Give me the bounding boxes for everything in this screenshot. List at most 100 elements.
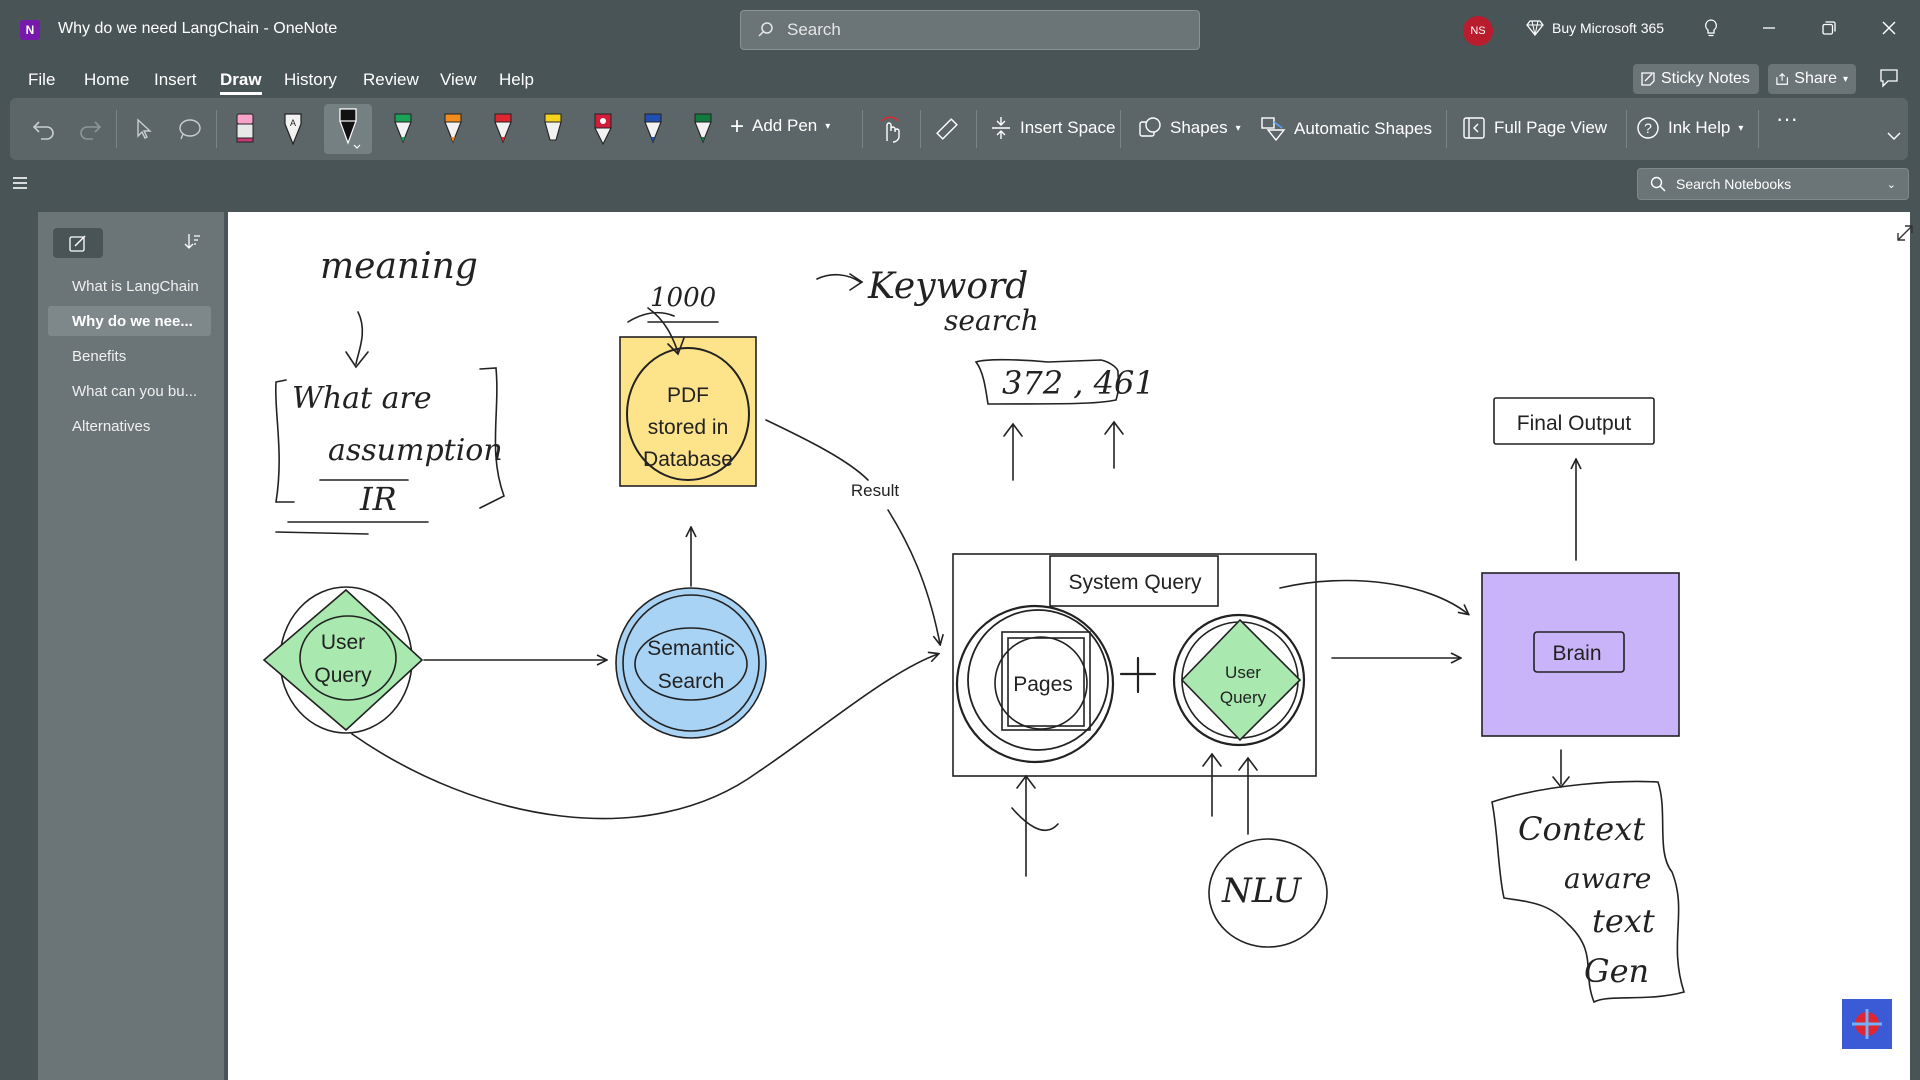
full-page-view-button[interactable]: Full Page View bbox=[1462, 116, 1607, 140]
add-page-button[interactable] bbox=[53, 228, 103, 258]
insert-space-label: Insert Space bbox=[1020, 118, 1116, 137]
automatic-shapes-button[interactable]: Automatic Shapes bbox=[1260, 116, 1432, 142]
select-pointer-icon[interactable] bbox=[128, 110, 160, 148]
draw-ribbon: A + Add Pen ▾ Insert Space Sha bbox=[10, 98, 1908, 160]
ink-help-label: Ink Help bbox=[1668, 118, 1731, 137]
touch-draw-icon[interactable] bbox=[872, 110, 910, 148]
system-query-label: System Query bbox=[1068, 571, 1202, 594]
brain-box bbox=[1481, 572, 1680, 737]
highlighter-yellow-icon[interactable] bbox=[536, 110, 570, 148]
window-title: Why do we need LangChain - OneNote bbox=[58, 20, 338, 37]
menu-review[interactable]: Review bbox=[363, 70, 419, 89]
pen-red-icon[interactable] bbox=[486, 110, 520, 148]
shapes-label: Shapes bbox=[1170, 118, 1228, 137]
new-page-icon bbox=[69, 235, 86, 252]
page-item-benefits[interactable]: Benefits bbox=[72, 347, 127, 365]
hand-assumption: assumption bbox=[328, 433, 503, 468]
full-page-view-label: Full Page View bbox=[1494, 118, 1608, 137]
page-item-what-is-langchain[interactable]: What is LangChain bbox=[72, 277, 199, 295]
pen-black-icon[interactable] bbox=[324, 104, 372, 154]
search-notebooks-input[interactable]: Search Notebooks ⌄ bbox=[1637, 168, 1909, 200]
close-icon bbox=[1882, 21, 1896, 35]
pen-galaxy-icon[interactable] bbox=[586, 110, 620, 148]
search-placeholder: Search bbox=[787, 20, 841, 39]
page-item-why-do-we-need[interactable]: Why do we nee... bbox=[48, 306, 211, 336]
final-output-box bbox=[1493, 397, 1655, 445]
user-query-right-diamond bbox=[1180, 618, 1302, 742]
hand-ir: IR bbox=[359, 480, 397, 518]
share-button[interactable]: Share ▾ bbox=[1768, 64, 1856, 94]
menu-help[interactable]: Help bbox=[499, 70, 534, 89]
full-page-view-icon bbox=[1463, 117, 1485, 139]
help-circle-icon: ? bbox=[1637, 117, 1659, 139]
ruler-icon[interactable] bbox=[928, 110, 966, 148]
buy-microsoft-button[interactable]: Buy Microsoft 365 bbox=[1526, 20, 1664, 36]
brain-label: Brain bbox=[1552, 642, 1601, 665]
page-item-alternatives[interactable]: Alternatives bbox=[72, 417, 151, 435]
menu-file[interactable]: File bbox=[28, 70, 56, 89]
menu-home[interactable]: Home bbox=[84, 70, 130, 89]
undo-icon[interactable] bbox=[28, 110, 60, 148]
pen-green-icon[interactable] bbox=[386, 110, 420, 148]
nlu-node bbox=[1208, 838, 1328, 948]
menu-history[interactable]: History bbox=[284, 70, 337, 89]
note-canvas[interactable]: PDF stored in Database Semantic Search U… bbox=[228, 212, 1913, 1080]
final-output-label: Final Output bbox=[1517, 412, 1632, 435]
user-query-right-line-1: User bbox=[1225, 663, 1261, 682]
hand-search: search bbox=[944, 304, 1039, 337]
result-label: Result bbox=[851, 481, 899, 500]
ribbon-collapse-icon[interactable] bbox=[1886, 128, 1902, 144]
pen-dark-green-icon[interactable] bbox=[686, 110, 720, 148]
pdf-line-3: Database bbox=[643, 448, 733, 471]
minimize-button[interactable] bbox=[1755, 14, 1783, 42]
hand-context-2: aware bbox=[1564, 862, 1651, 895]
search-input[interactable]: Search bbox=[740, 10, 1200, 50]
semantic-search-node bbox=[615, 587, 767, 739]
navigation-menu-icon[interactable] bbox=[12, 176, 28, 192]
text-pen-icon[interactable]: A bbox=[276, 110, 310, 148]
sticky-notes-button[interactable]: Sticky Notes bbox=[1633, 64, 1759, 94]
hand-nlu: NLU bbox=[1221, 871, 1302, 911]
page-item-what-can-you-build[interactable]: What can you bu... bbox=[72, 382, 198, 400]
system-query-box bbox=[1049, 555, 1219, 607]
semantic-line-1: Semantic bbox=[647, 637, 735, 660]
ink-help-button[interactable]: ? Ink Help ▾ bbox=[1636, 116, 1743, 140]
pages-node bbox=[994, 636, 1088, 730]
redo-icon[interactable] bbox=[74, 110, 106, 148]
add-pen-label: Add Pen bbox=[752, 116, 818, 135]
menu-view[interactable]: View bbox=[440, 70, 477, 89]
semantic-line-2: Search bbox=[658, 670, 725, 693]
sort-pages-icon[interactable] bbox=[183, 232, 201, 255]
more-options-icon[interactable]: ··· bbox=[1776, 106, 1798, 131]
hand-numbers: 372 , 461 bbox=[1002, 364, 1155, 402]
onenote-logo-icon: N bbox=[20, 20, 40, 40]
lasso-select-icon[interactable] bbox=[174, 110, 206, 148]
hand-meaning: meaning bbox=[320, 246, 478, 287]
user-query-line-2: Query bbox=[314, 664, 372, 687]
menu-insert[interactable]: Insert bbox=[154, 70, 197, 89]
search-icon bbox=[1650, 176, 1666, 192]
title-bar: N Why do we need LangChain - OneNote Sea… bbox=[0, 0, 1920, 58]
hand-context-1: Context bbox=[1518, 810, 1645, 848]
search-icon bbox=[758, 22, 773, 37]
search-notebooks-label: Search Notebooks bbox=[1676, 176, 1792, 192]
feedback-icon[interactable] bbox=[1875, 64, 1903, 92]
eraser-icon[interactable] bbox=[228, 110, 262, 148]
menu-draw[interactable]: Draw bbox=[220, 70, 262, 95]
pdf-line-2: stored in bbox=[648, 416, 729, 439]
lightbulb-icon[interactable] bbox=[1697, 14, 1725, 42]
close-button[interactable] bbox=[1875, 14, 1903, 42]
pen-blue-icon[interactable] bbox=[636, 110, 670, 148]
pen-orange-icon[interactable] bbox=[436, 110, 470, 148]
sticky-note-icon bbox=[1641, 72, 1655, 86]
app-overlay-icon[interactable] bbox=[1842, 999, 1892, 1049]
shapes-button[interactable]: Shapes ▾ bbox=[1138, 116, 1241, 140]
share-label: Share bbox=[1794, 70, 1837, 87]
avatar[interactable]: NS bbox=[1463, 16, 1493, 46]
add-pen-button[interactable]: + Add Pen ▾ bbox=[730, 114, 830, 138]
restore-button[interactable] bbox=[1815, 14, 1843, 42]
chevron-down-icon: ▾ bbox=[1235, 122, 1241, 134]
hand-1000: 1000 bbox=[650, 283, 716, 313]
hand-what-are: What are bbox=[292, 381, 432, 416]
insert-space-button[interactable]: Insert Space bbox=[990, 116, 1115, 140]
